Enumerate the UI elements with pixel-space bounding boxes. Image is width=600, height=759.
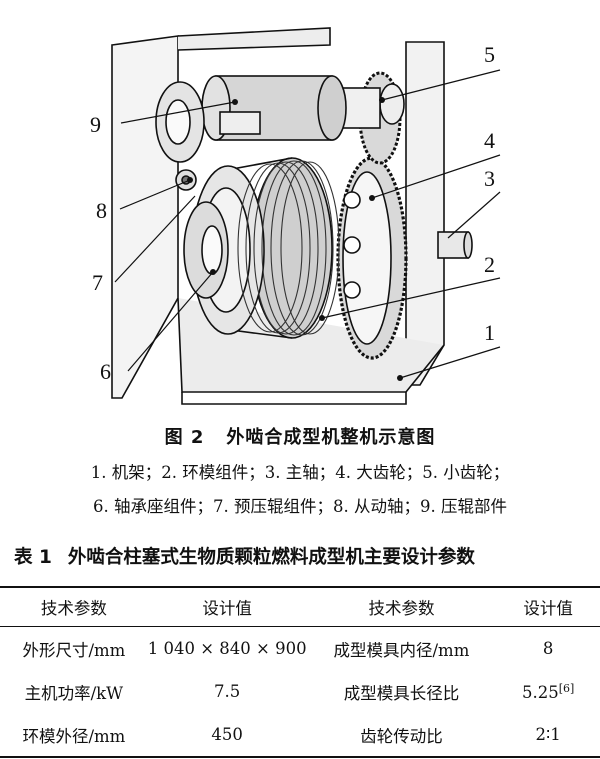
callout-7: 7 (92, 270, 103, 295)
leader-8 (119, 179, 191, 210)
figure-caption: 图 2 外啮合成型机整机示意图 (0, 423, 600, 449)
header-parameter-right: 技术参数 (306, 586, 497, 627)
table-title-text: 外啮合柱塞式生物质颗粒燃料成型机主要设计参数 (67, 547, 475, 568)
table-cell: 主机功率/kW (24, 683, 124, 703)
callout-2: 2 (484, 252, 495, 277)
table-cell: 7.5 (214, 682, 241, 701)
leader-6 (127, 271, 214, 372)
aspect-ratio-value: 5.25 (521, 682, 559, 702)
reference-mark: [6] (558, 681, 575, 695)
figure-legend-line-1: 1. 机架；2. 环模组件；3. 主轴；4. 大齿轮；5. 小齿轮； (90, 463, 510, 482)
header-parameter-left: 技术参数 (0, 586, 148, 627)
leader-3 (447, 191, 501, 239)
figure-legend-line-2: 6. 轴承座组件；7. 预压辊组件；8. 从动轴；9. 压辊部件 (93, 497, 507, 516)
table-cell: 齿轮传动比 (306, 713, 497, 758)
leader-2 (321, 277, 501, 319)
machine-diagram: 9 8 7 6 5 4 3 2 1 (90, 27, 501, 405)
table-cell: 1 040 × 840 × 900 (147, 639, 307, 658)
callout-9: 9 (90, 112, 101, 137)
figure-title: 外啮合成型机整机示意图 (226, 427, 436, 448)
table-cell: 2∶1 (496, 713, 600, 758)
machine-drawing: 9 8 7 6 5 4 3 2 1 (90, 27, 501, 405)
figure-number: 图 2 (164, 427, 205, 448)
callout-1: 1 (484, 320, 495, 345)
table-cell: 成型模具内径/mm (333, 640, 470, 660)
table-row: 主机功率/kW 7.5 成型模具长径比 5.25[6] (0, 670, 600, 713)
table-cell: 5.25[6] (496, 670, 600, 713)
callout-3: 3 (484, 166, 495, 191)
leader-4 (371, 154, 501, 199)
header-value-left: 设计值 (147, 586, 307, 627)
callout-4: 4 (484, 128, 495, 153)
leader-1 (399, 346, 501, 379)
table-cell: 8 (542, 639, 554, 658)
callout-5: 5 (484, 42, 495, 67)
leader-5 (381, 69, 501, 101)
header-value-right: 设计值 (496, 586, 600, 627)
table-cell: 外形尺寸/mm (22, 640, 126, 660)
callout-6: 6 (100, 359, 111, 384)
design-parameters-table: 技术参数 设计值 技术参数 设计值 外形尺寸/mm 1 040 × 840 × … (0, 586, 600, 758)
table-row: 外形尺寸/mm 1 040 × 840 × 900 成型模具内径/mm 8 (0, 627, 600, 671)
callout-8: 8 (96, 198, 107, 223)
table-cell: 环模外径/mm (0, 713, 148, 758)
leader-7 (114, 195, 196, 283)
table-cell: 450 (147, 713, 307, 758)
table-cell: 成型模具长径比 (343, 683, 460, 703)
table-number: 表 1 (14, 547, 52, 568)
table-header-row: 技术参数 设计值 技术参数 设计值 (0, 586, 600, 627)
leader-9 (120, 101, 236, 124)
table-title: 表 1 外啮合柱塞式生物质颗粒燃料成型机主要设计参数 (14, 543, 594, 569)
table-row: 环模外径/mm 450 齿轮传动比 2∶1 (0, 713, 600, 758)
right-frame-plate (405, 41, 445, 386)
